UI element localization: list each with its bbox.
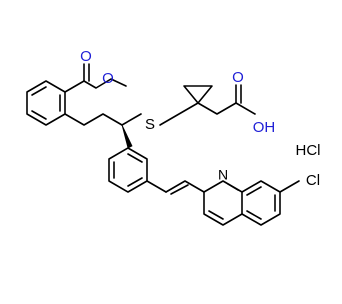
quinoline-benzo-ring: [241, 180, 281, 226]
cyclopropyl-acetic-acid: O OH: [183, 69, 276, 136]
propyl-chain: [64, 113, 123, 126]
methyl-ester-group: O O: [64, 48, 127, 93]
central-phenyl-inner-double-bonds: [113, 153, 143, 187]
vinyl-single-bond-1: [146, 180, 167, 193]
sulfur-label: S: [145, 116, 155, 133]
quinoline-system: N Cl: [203, 167, 320, 226]
chiral-thioether-center: S: [121, 102, 199, 149]
chlorine-label: Cl: [306, 172, 320, 189]
hydrochloride-label: HCl: [296, 142, 321, 159]
chiral-wedge-bond: [121, 124, 133, 149]
benzoate-ring-inner-double-bonds: [31, 86, 61, 120]
vinyl-linker: [146, 180, 205, 195]
vinyl-double-bond-outer: [165, 180, 205, 193]
benzoate-ring: [26, 80, 66, 126]
central-phenyl-ring: [108, 147, 148, 193]
chloro-bond: [279, 180, 300, 193]
vinyl-double-bond-inner: [170, 184, 189, 195]
sulfur-to-methylene-bond: [159, 102, 199, 126]
central-phenyl-ring-bonds: [108, 147, 148, 193]
chiral-to-sulfur-bond: [121, 113, 142, 126]
ester-oxygen-label: O: [102, 70, 114, 87]
benzyl-chain-bond: [64, 113, 123, 126]
hydroxyl-label: OH: [253, 119, 276, 136]
acetic-acid-chain: [197, 102, 256, 115]
cyclopropane-ring: [183, 85, 213, 104]
quinoline-inner-double-bonds: [208, 183, 276, 220]
carbonyl-oxygen-label: O: [80, 48, 92, 65]
acid-oxygen-label: O: [232, 69, 244, 86]
quinoline-nitrogen-label: N: [218, 167, 228, 183]
ester-main-bond: [64, 78, 127, 93]
